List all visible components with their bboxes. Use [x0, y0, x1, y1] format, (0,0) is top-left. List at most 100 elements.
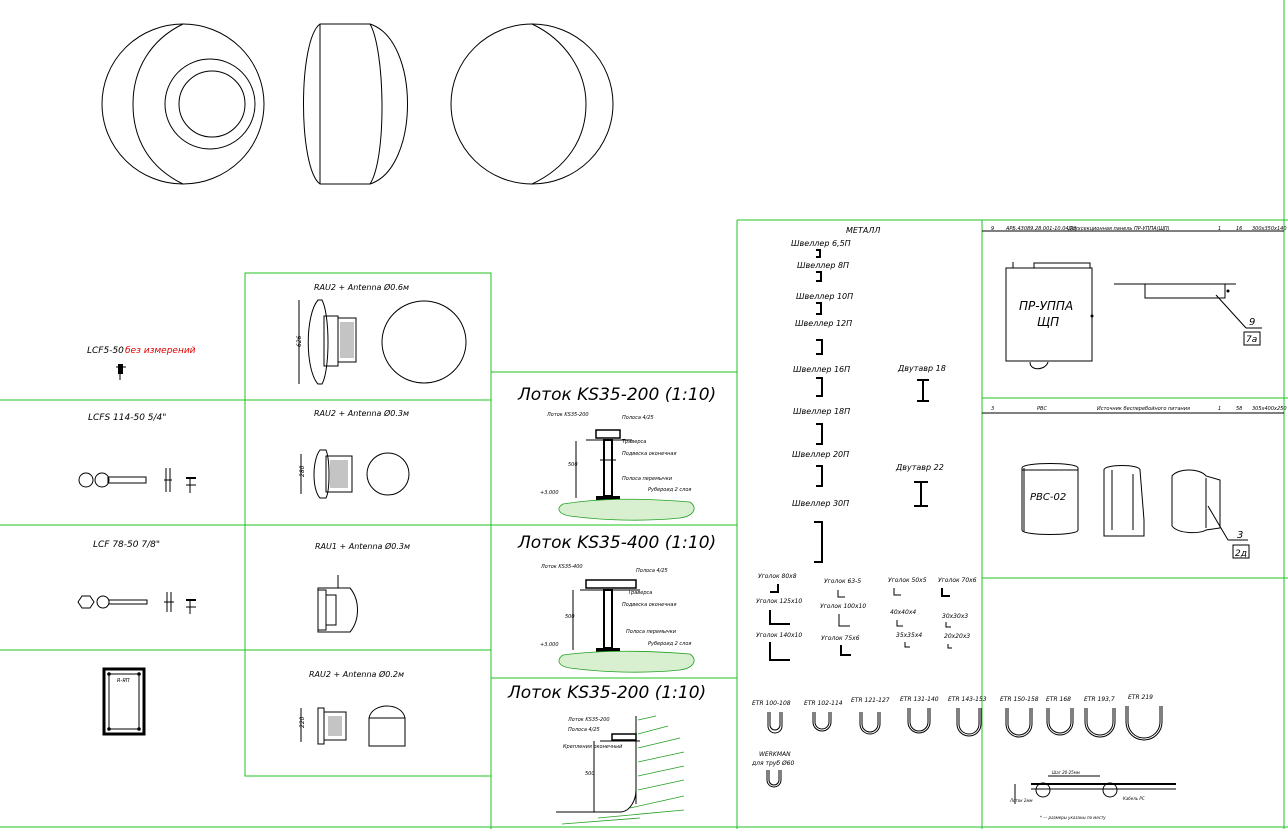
tray-1-tag: Лоток KS35-200	[546, 412, 589, 418]
antenna-02-panel: RAU2 + Antenna Ø0.2м 220	[299, 669, 406, 747]
tray-3-height: 500	[585, 771, 595, 777]
ibeam-label-1: Двутавр 18	[897, 364, 946, 373]
channel-label-1: Швеллер 6,5П	[791, 239, 851, 248]
tray-1-label-b: Подвеска оконечная	[622, 451, 677, 457]
ups-detail: РВС-02 3 2д	[1021, 463, 1250, 559]
enclosure-box-panel: R-ЯП	[102, 667, 146, 736]
rail-left-note: Лоток 2мм	[1009, 798, 1033, 803]
tray-2-title: Лоток KS35-400 (1:10)	[517, 533, 716, 553]
tray-2-panel: Лоток KS35-400 (1:10) Лоток KS35-400 Пол…	[517, 533, 716, 673]
spec-1-b: 300x350x140	[1252, 226, 1287, 232]
angle-label-11: 35x35x4	[896, 632, 922, 639]
angle-label-9: Уголок 140x10	[756, 632, 802, 639]
etr-label-3: ETR 121-127	[851, 697, 890, 704]
antenna-03a-side-icon	[313, 449, 353, 499]
antenna-02-label: RAU2 + Antenna Ø0.2м	[309, 669, 404, 679]
metal-panel: МЕТАЛЛ Швеллер 6,5П Швеллер 8П Швеллер 1…	[756, 226, 977, 661]
angle-label-7: 40x40x4	[890, 609, 916, 616]
tray-2-label-b: Подвеска оконечная	[622, 602, 677, 608]
tray-1-stand: Полоса 4/25	[622, 415, 654, 421]
channel-label-8: Швеллер 30П	[792, 499, 849, 508]
lcf5-label: LCF5-50	[87, 346, 124, 356]
ibeam-label-2: Двутавр 22	[895, 463, 944, 472]
lcf78-label: LCF 78-50 7/8"	[93, 540, 160, 550]
antenna-02-side-icon	[317, 707, 347, 745]
antenna-06-panel: RAU2 + Antenna Ø0.6м 626	[296, 282, 467, 385]
antenna-03b-side-icon	[317, 575, 358, 633]
spec-row-1: 9 АРБ.43089.28.001-10.04 РЭ Двухсекционн…	[982, 226, 1287, 232]
ups-label: РВС-02	[1030, 492, 1066, 503]
antenna-03a-panel: RAU2 + Antenna Ø0.3м 280	[299, 408, 410, 499]
hemisphere-views	[101, 23, 614, 185]
tray-1-panel: Лоток KS35-200 (1:10) Лоток KS35-200 Пол…	[517, 385, 716, 521]
ups-ref-tag: 2д	[1235, 549, 1247, 559]
ups-ref-num: 3	[1237, 530, 1243, 541]
enclosure-box-outline	[102, 667, 146, 736]
spec-1-name: Двухсекционная панель ПР-УППА(ЩП)	[1067, 226, 1170, 232]
antenna-03b-panel: RAU1 + Antenna Ø0.3м	[315, 541, 410, 633]
spec-2-b: 305x400x250	[1252, 406, 1287, 412]
etr-label-2: ETR 102-114	[804, 700, 843, 707]
rail-top-note: Шаг 20-25мм	[1052, 770, 1080, 775]
hemisphere-view-1	[101, 23, 265, 185]
antenna-03b-label: RAU1 + Antenna Ø0.3м	[315, 541, 410, 551]
lcf78-cable-icon	[77, 592, 196, 614]
panel-ref-tag: 7а	[1246, 335, 1257, 345]
spec-1-code: АРБ.43089.28.001-10.04 РЭ	[1005, 226, 1077, 232]
tray-3-stand: Полоса 4/25	[568, 727, 600, 733]
tray-2-label-c: Полоса перемычки	[626, 629, 677, 635]
hemisphere-view-3	[450, 23, 614, 185]
spec-row-2: 3 РВС Источник бесперебойного питания 1 …	[982, 406, 1287, 414]
panel-label-1: ПР-УППА	[1019, 299, 1073, 313]
tray-3-title: Лоток KS35-200 (1:10)	[507, 683, 706, 703]
panel-ref-num: 9	[1249, 317, 1255, 328]
etr-label-7: ETR 168	[1046, 696, 1071, 703]
etr-label-4: ETR 131-140	[900, 696, 939, 703]
werkman-label: WERKMAN	[759, 751, 791, 758]
etr-label-5: ETR 143-153	[948, 696, 987, 703]
tray-1-label-a: Траверса	[622, 439, 646, 445]
antenna-06-dim: 626	[296, 335, 303, 347]
werkman-sub: для труб Ø60	[751, 760, 795, 767]
rail-right-note: Кабель РС	[1123, 796, 1145, 801]
spec-1-qty: 1	[1218, 226, 1221, 232]
etr-label-6: ETR 150-158	[1000, 696, 1039, 703]
tray-1-mark: +3.000	[540, 490, 559, 496]
spec-2-a: 58	[1236, 406, 1242, 412]
tray-2-label-a: Траверса	[628, 590, 652, 596]
lcf5-connector-icon	[116, 364, 126, 380]
etr-label-8: ETR 193,7	[1084, 696, 1115, 703]
tray-2-height: 500	[565, 614, 575, 620]
spec-2-name: Источник бесперебойного питания	[1097, 406, 1190, 412]
metal-title: МЕТАЛЛ	[846, 226, 880, 235]
rail-detail: Шаг 20-25мм Лоток 2мм Кабель РС * — разм…	[1009, 770, 1176, 820]
angle-label-6: Уголок 100x10	[820, 603, 866, 610]
tray-3-wall-hatch	[561, 715, 685, 825]
angle-label-5: Уголок 125x10	[756, 598, 802, 605]
lcfs-cable-icon	[78, 468, 196, 493]
channel-label-4: Швеллер 12П	[795, 319, 852, 328]
channel-label-6: Швеллер 18П	[793, 407, 850, 416]
etr-label-1: ETR 100-108	[752, 700, 791, 707]
hemisphere-view-2	[303, 23, 408, 185]
channel-label-2: Швеллер 8П	[797, 261, 849, 270]
panel-label-2: ЩП	[1037, 315, 1059, 329]
tray-3-panel: Лоток KS35-200 (1:10) Лоток KS35-200 Пол…	[507, 683, 706, 825]
etr-row: ETR 100-108 ETR 102-114 ETR 121-127 ETR …	[751, 694, 1163, 788]
spec-1-a: 16	[1236, 226, 1242, 232]
tray-1-title: Лоток KS35-200 (1:10)	[517, 385, 716, 405]
tray-1-height: 500	[568, 462, 578, 468]
lcfs-label: LCFS 114-50 5/4"	[88, 413, 166, 423]
channel-label-3: Швеллер 10П	[796, 292, 853, 301]
tray-1-label-c: Полоса перемычки	[622, 476, 673, 482]
antenna-03a-dim: 280	[299, 465, 306, 477]
angle-label-4: Уголок 70x6	[938, 577, 977, 584]
antenna-03a-label: RAU2 + Antenna Ø0.3м	[314, 408, 409, 418]
panel-detail: ПР-УППА ЩП 9 7а	[1005, 262, 1262, 370]
angle-label-3: Уголок 50x5	[888, 577, 927, 584]
antenna-06-label: RAU2 + Antenna Ø0.6м	[314, 282, 409, 292]
antenna-03a-front-icon	[366, 452, 410, 496]
angle-label-1: Уголок 80x8	[758, 573, 797, 580]
